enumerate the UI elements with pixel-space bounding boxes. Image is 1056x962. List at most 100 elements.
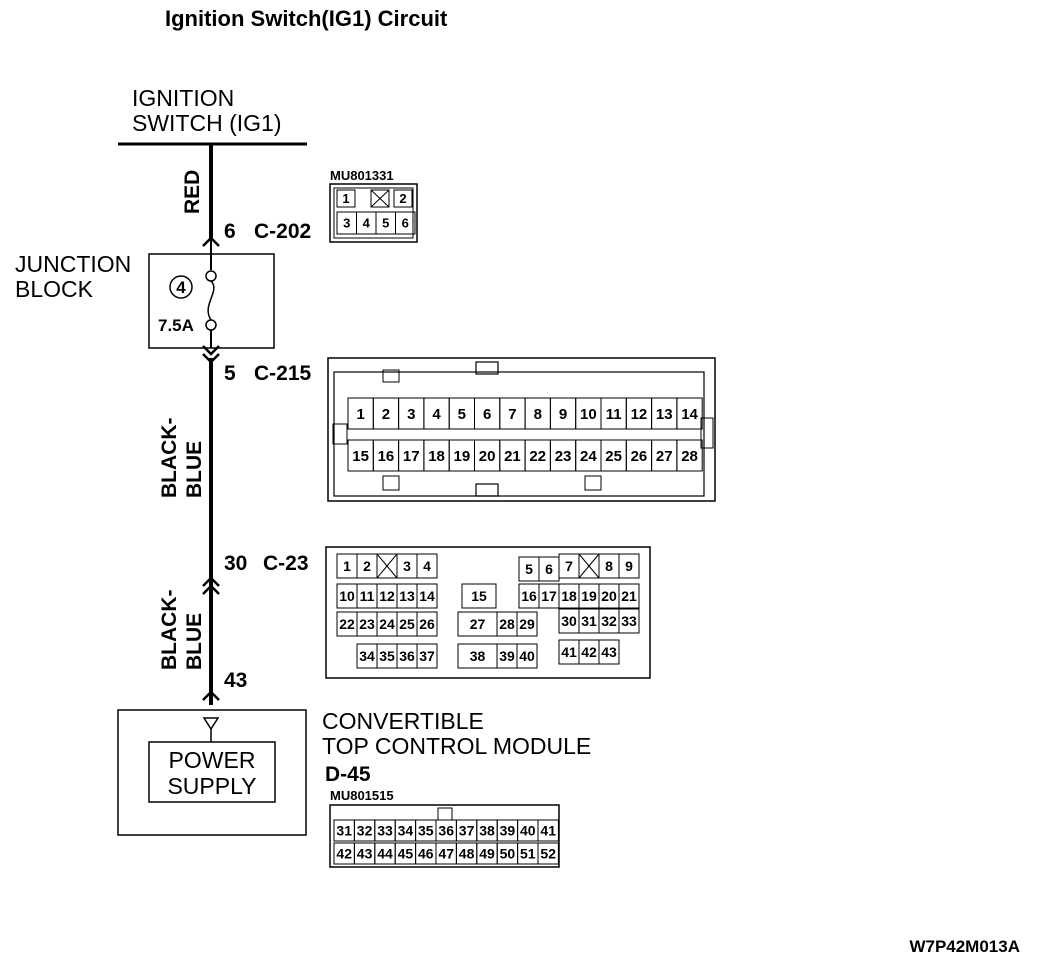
c23-pin-29-cell	[516, 611, 538, 637]
c215-pin-16-label: 16	[378, 448, 395, 465]
wire-color-upper-line2: BLUE	[183, 441, 206, 498]
c23-pin-18-label: 18	[561, 588, 577, 604]
c215-pin-1-label: 1	[356, 406, 364, 423]
d45-pin-42-label: 42	[336, 846, 352, 862]
c215-name-label: C-215	[254, 362, 312, 385]
c23-pin-19-label: 19	[581, 588, 597, 604]
c23-pin-27-label: 27	[470, 616, 486, 632]
c23-pin-42-label: 42	[581, 644, 597, 660]
c215-pin-22-label: 22	[529, 448, 546, 465]
c202-name-label: C-202	[254, 220, 311, 243]
c23-pin-3-label: 3	[403, 558, 411, 574]
c23-pin-1-label: 1	[343, 558, 351, 574]
ignition-switch-label-line1: IGNITION	[132, 85, 234, 111]
c23-pin-33-cell	[618, 608, 640, 634]
d45-pin-33-label: 33	[377, 823, 393, 839]
d45-pin-45-label: 45	[398, 846, 414, 862]
d45-pin-38-label: 38	[479, 823, 495, 839]
c23-pin-21-cell	[618, 583, 640, 609]
figure-code: W7P42M013A	[909, 937, 1020, 956]
c215-outer	[327, 357, 716, 502]
c215-pin-8-label: 8	[534, 406, 542, 423]
c23-pin-24-label: 24	[379, 616, 395, 632]
d45-pin-48-label: 48	[459, 846, 475, 862]
c23-pin-15-label: 15	[471, 588, 487, 604]
c23-pin-15-cell	[461, 583, 497, 609]
d45-pin-47-label: 47	[438, 846, 454, 862]
c215-key-right-bottom	[584, 475, 602, 491]
fuse-number: 4	[176, 278, 186, 297]
c215-side-right	[700, 417, 714, 449]
d45-pin-50-label: 50	[500, 846, 516, 862]
wire-color-lower-line2: BLUE	[183, 613, 206, 670]
c202-pin-blank-blank-mark	[370, 189, 390, 208]
c23-pin-label: 30	[224, 552, 247, 575]
c23-pin-29-label: 29	[519, 616, 535, 632]
connector-chevron-c202	[202, 236, 220, 247]
c23-pin-9-cell	[618, 553, 640, 579]
ignition-switch-label-line2: SWITCH (IG1)	[132, 110, 282, 136]
c215-pin-23-label: 23	[555, 448, 572, 465]
c23-pin-22-label: 22	[339, 616, 355, 632]
d45-pin-37-label: 37	[459, 823, 475, 839]
c23-pin-30-label: 30	[561, 613, 577, 629]
c215-key-left-bottom	[382, 475, 400, 491]
d45-housing	[329, 804, 560, 868]
c215-pin-12-label: 12	[631, 406, 648, 423]
c23-pin-40-label: 40	[519, 648, 535, 664]
wire-color-upper-line1: BLACK-	[158, 418, 181, 498]
c215-pin-20-label: 20	[479, 448, 496, 465]
d45-pin-label: 43	[224, 669, 247, 692]
c215-pin-24-label: 24	[580, 448, 597, 465]
d45-pin-34-label: 34	[398, 823, 414, 839]
power-supply-label-line1: POWER	[169, 747, 256, 773]
d45-pin-35-label: 35	[418, 823, 434, 839]
c23-pin-12-label: 12	[379, 588, 395, 604]
d45-pin-51-label: 51	[520, 846, 536, 862]
d45-pin-39-label: 39	[500, 823, 516, 839]
c23-pin-7-label: 7	[565, 558, 573, 574]
c215-pin-14-cell	[676, 397, 703, 430]
connector-chevron-c23	[202, 576, 220, 595]
c23-pin-43-label: 43	[601, 644, 617, 660]
d45-pin-31-label: 31	[336, 823, 352, 839]
fuse-terminal-bottom	[205, 319, 217, 331]
c23-pin-25-label: 25	[399, 616, 415, 632]
c215-pin-6-label: 6	[483, 406, 491, 423]
c215-pin-2-label: 2	[382, 406, 390, 423]
c23-pin-21-label: 21	[621, 588, 637, 604]
d45-pin-41-cell	[537, 819, 559, 842]
c215-housing	[333, 371, 705, 497]
c215-pin-15-label: 15	[352, 448, 369, 465]
c23-pin-2-label: 2	[363, 558, 371, 574]
c23-pin-20-label: 20	[601, 588, 617, 604]
c23-pin-10-label: 10	[339, 588, 355, 604]
d45-pin-46-label: 46	[418, 846, 434, 862]
junction-block-label-line2: BLOCK	[15, 276, 94, 302]
fuse-terminal-top	[205, 270, 217, 282]
d45-key	[437, 807, 453, 821]
c23-name-label: C-23	[263, 552, 309, 575]
c215-pin-13-label: 13	[656, 406, 673, 423]
c215-pin-17-label: 17	[403, 448, 420, 465]
c23-blank-1-blank-mark	[376, 553, 398, 579]
d45-connector-name: D-45	[325, 763, 371, 786]
c215-pin-25-label: 25	[605, 448, 622, 465]
c202-pin-6-label: 6	[402, 216, 409, 231]
d45-pin-52-cell	[537, 842, 559, 865]
module-label-line1: CONVERTIBLE	[322, 708, 484, 734]
c23-pin-37-label: 37	[419, 648, 435, 664]
c215-pin-9-label: 9	[559, 406, 567, 423]
c215-pin-27-label: 27	[656, 448, 673, 465]
c202-pin-5-label: 5	[382, 216, 389, 231]
c215-pin-7-label: 7	[508, 406, 516, 423]
c202-pin-4-label: 4	[363, 216, 371, 231]
c215-latch-top	[475, 361, 499, 375]
c202-pin-6-cell	[395, 211, 416, 235]
d45-pin-44-label: 44	[377, 846, 393, 862]
